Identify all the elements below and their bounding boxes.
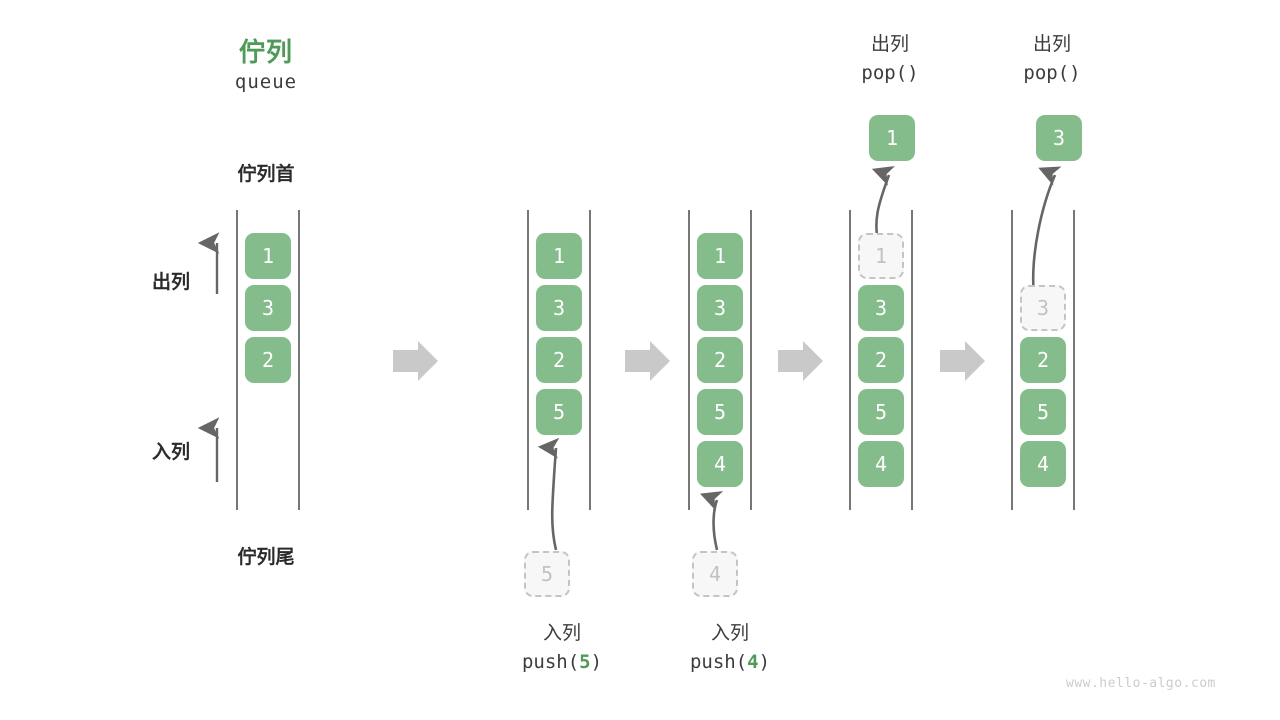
pop-caption-code: pop(): [810, 58, 970, 88]
step-arrow-3: [778, 341, 823, 381]
queue-head-label: 佇列首: [237, 164, 295, 185]
queue-cell-ghost: 3: [1020, 285, 1066, 331]
stage-rails-after-pop-3: [1011, 210, 1075, 510]
push-caption-cn: 入列: [710, 623, 749, 644]
pop-caption-code: pop(): [972, 58, 1132, 88]
pop-caption-1: 出列 pop(): [810, 32, 970, 88]
stage-rails-after-push-4: [688, 210, 752, 510]
queue-cell: 4: [1020, 441, 1066, 487]
queue-cell-ghost: 1: [858, 233, 904, 279]
push-caption-cn: 入列: [542, 623, 581, 644]
stage-rails-initial: [236, 210, 300, 510]
push-caption-5: 入列 push(5): [482, 621, 642, 677]
queue-tail-label: 佇列尾: [237, 547, 295, 568]
stage-rails-after-pop-1: [849, 210, 913, 510]
push-arrow-4: [699, 491, 724, 551]
queue-cell: 4: [858, 441, 904, 487]
queue-cell: 1: [536, 233, 582, 279]
queue-cell: 2: [697, 337, 743, 383]
push-code-suffix: ): [590, 651, 603, 673]
queue-cell: 5: [858, 389, 904, 435]
diagram-title-code: queue: [234, 71, 298, 93]
queue-cell: 3: [245, 285, 291, 331]
popped-cell: 3: [1036, 115, 1082, 161]
push-code-prefix: push(: [689, 651, 748, 673]
incoming-ghost-cell: 5: [524, 551, 570, 597]
step-arrow-4: [940, 341, 985, 381]
diagram-title-cn: 佇列: [238, 37, 293, 67]
queue-cell: 5: [697, 389, 743, 435]
push-caption-code: push(4): [650, 647, 810, 677]
queue-cell: 3: [536, 285, 582, 331]
queue-cell: 2: [1020, 337, 1066, 383]
queue-cell: 1: [697, 233, 743, 279]
push-code-value: 5: [579, 651, 591, 673]
step-arrow-2: [625, 341, 670, 381]
enqueue-direction-label: 入列: [151, 442, 190, 463]
queue-cell: 2: [245, 337, 291, 383]
queue-cell: 3: [697, 285, 743, 331]
push-caption-code: push(5): [482, 647, 642, 677]
pop-code-prefix: pop(: [861, 62, 908, 84]
push-code-value: 4: [747, 651, 759, 673]
dequeue-direction-label: 出列: [151, 272, 190, 293]
pop-caption-cn: 出列: [870, 34, 909, 55]
pop-code-prefix: pop(: [1023, 62, 1070, 84]
pop-arrow-3: [1031, 166, 1062, 297]
queue-cell: 1: [245, 233, 291, 279]
push-code-suffix: ): [758, 651, 771, 673]
incoming-ghost-cell: 4: [692, 551, 738, 597]
queue-cell: 4: [697, 441, 743, 487]
push-caption-4: 入列 push(4): [650, 621, 810, 677]
queue-cell: 2: [858, 337, 904, 383]
step-arrow-1: [393, 341, 438, 381]
push-code-prefix: push(: [521, 651, 580, 673]
stage-rails-after-push-5: [527, 210, 591, 510]
watermark: www.hello-algo.com: [1066, 676, 1216, 691]
queue-cell: 3: [858, 285, 904, 331]
queue-cell: 5: [1020, 389, 1066, 435]
pop-code-suffix: ): [1069, 62, 1081, 84]
pop-code-suffix: ): [907, 62, 919, 84]
pop-caption-cn: 出列: [1032, 34, 1071, 55]
pop-caption-3: 出列 pop(): [972, 32, 1132, 88]
queue-cell: 2: [536, 337, 582, 383]
push-arrow-5: [537, 437, 560, 551]
popped-cell: 1: [869, 115, 915, 161]
queue-cell: 5: [536, 389, 582, 435]
